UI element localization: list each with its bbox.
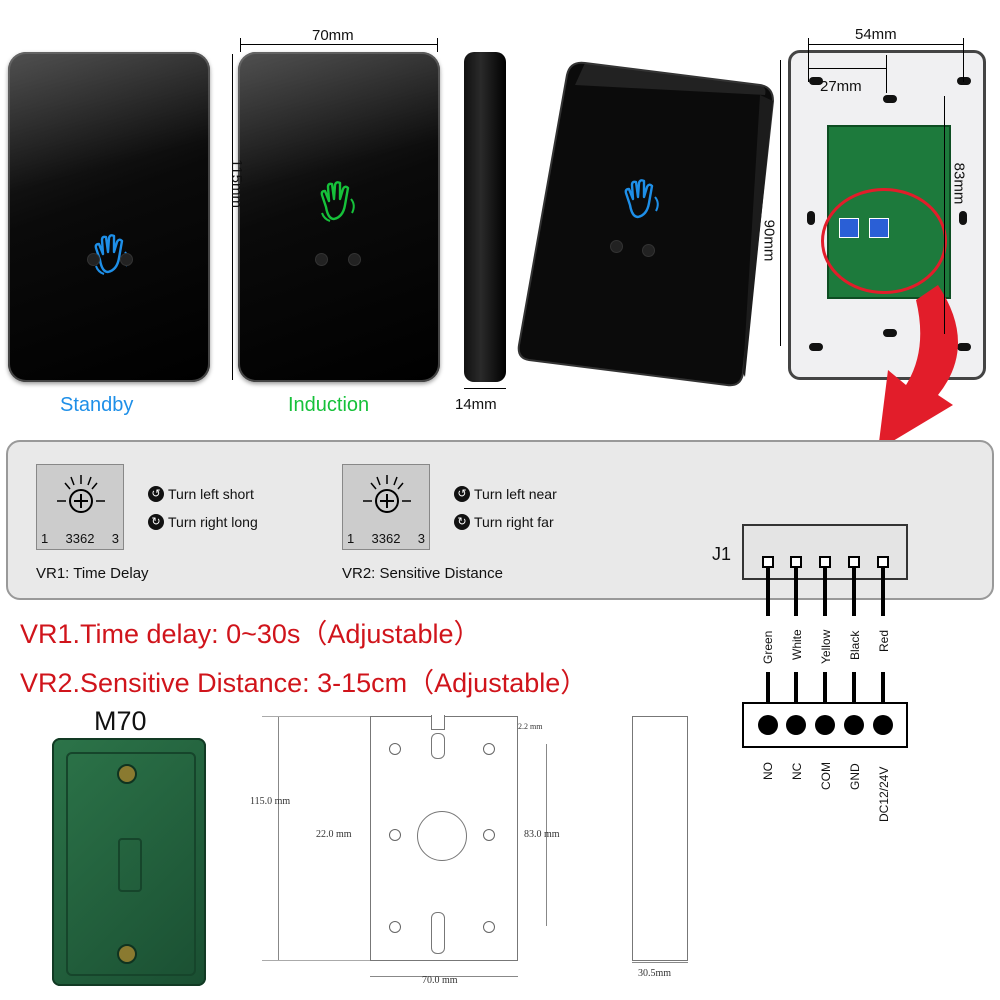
wire-label: Black xyxy=(848,630,862,660)
sensor-dot xyxy=(316,254,327,265)
connector-label: J1 xyxy=(712,544,732,564)
dim-height: 115mm xyxy=(227,159,245,208)
drawing-width: 70.0 mm xyxy=(422,975,458,986)
technical-drawing-side xyxy=(632,716,688,961)
hand-wave-icon-blue xyxy=(624,179,659,219)
rotate-left-icon: ↺ xyxy=(148,486,164,502)
device-back-view xyxy=(788,50,986,380)
drawing-gap: 2.2 mm xyxy=(518,722,543,731)
terminal-label: COM xyxy=(819,762,833,790)
terminal-label: NO xyxy=(761,762,775,780)
red-arrow-icon xyxy=(878,285,958,450)
vr1-left-text: Turn left short xyxy=(168,486,254,502)
pot-pin-right: 3 xyxy=(417,531,425,546)
vr1-pot: 1 3362 3 xyxy=(36,464,124,550)
device-perspective xyxy=(515,55,775,390)
spec-sensitive-distance: VR2.Sensitive Distance: 3-15cm（Adjustabl… xyxy=(20,668,588,698)
dim-width: 70mm xyxy=(312,27,354,44)
device-side-view xyxy=(464,52,506,382)
mounting-box-photo xyxy=(52,738,206,986)
device-standby xyxy=(8,52,210,382)
pot-pin-left: 1 xyxy=(347,531,355,546)
sensor-dot xyxy=(611,241,622,252)
pot-model: 3362 xyxy=(65,531,95,546)
sensor-dot xyxy=(349,254,360,265)
pot-pin-left: 1 xyxy=(41,531,49,546)
potentiometer-icon xyxy=(363,475,411,513)
rotate-right-icon: ↻ xyxy=(454,514,470,530)
box-model: M70 xyxy=(94,706,147,736)
hand-wave-icon-green xyxy=(320,181,355,222)
technical-drawing-front xyxy=(370,715,518,961)
wire-label: Red xyxy=(877,629,891,652)
state-standby-label: Standby xyxy=(60,394,134,416)
vr2-right-text: Turn right far xyxy=(474,514,554,530)
drawing-inner: 83.0 mm xyxy=(524,829,560,840)
terminal-label: GND xyxy=(848,763,862,790)
dim-height-83: 83mm xyxy=(950,162,968,205)
terminal-label: NC xyxy=(790,762,804,780)
drawing-hole: 22.0 mm xyxy=(316,829,352,840)
spec-time-delay: VR1.Time delay: 0~30s（Adjustable） xyxy=(20,619,481,649)
potentiometer-icon xyxy=(57,475,105,513)
vr2-left-text: Turn left near xyxy=(474,486,557,502)
terminal-label: DC12/24V xyxy=(877,766,891,822)
rotate-left-icon: ↺ xyxy=(454,486,470,502)
dim-height-90: 90mm xyxy=(760,219,778,262)
wire-label: Yellow xyxy=(819,629,833,664)
dim-hole-span: 54mm xyxy=(855,26,897,43)
vr2-caption: VR2: Sensitive Distance xyxy=(342,565,503,582)
wire-label: Green xyxy=(761,630,775,664)
vr1-caption: VR1: Time Delay xyxy=(36,565,149,582)
pot-pin-right: 3 xyxy=(111,531,119,546)
dim-depth: 14mm xyxy=(455,396,497,413)
state-induction-label: Induction xyxy=(288,394,370,416)
pot-model: 3362 xyxy=(371,531,401,546)
wire-label: White xyxy=(790,629,804,660)
drawing-height: 115.0 mm xyxy=(250,796,291,807)
device-induction xyxy=(238,52,440,382)
drawing-depth: 30.5mm xyxy=(638,968,672,979)
vr2-pot: 1 3362 3 xyxy=(342,464,430,550)
sensor-dot xyxy=(88,254,99,265)
potentiometer-panel: 1 3362 3 ↺ Turn left short ↻ Turn right lo… xyxy=(6,440,994,600)
sensor-dot xyxy=(643,245,654,256)
sensor-dot xyxy=(121,254,132,265)
dim-half-span: 27mm xyxy=(820,78,862,95)
vr1-right-text: Turn right long xyxy=(168,514,258,530)
rotate-right-icon: ↻ xyxy=(148,514,164,530)
